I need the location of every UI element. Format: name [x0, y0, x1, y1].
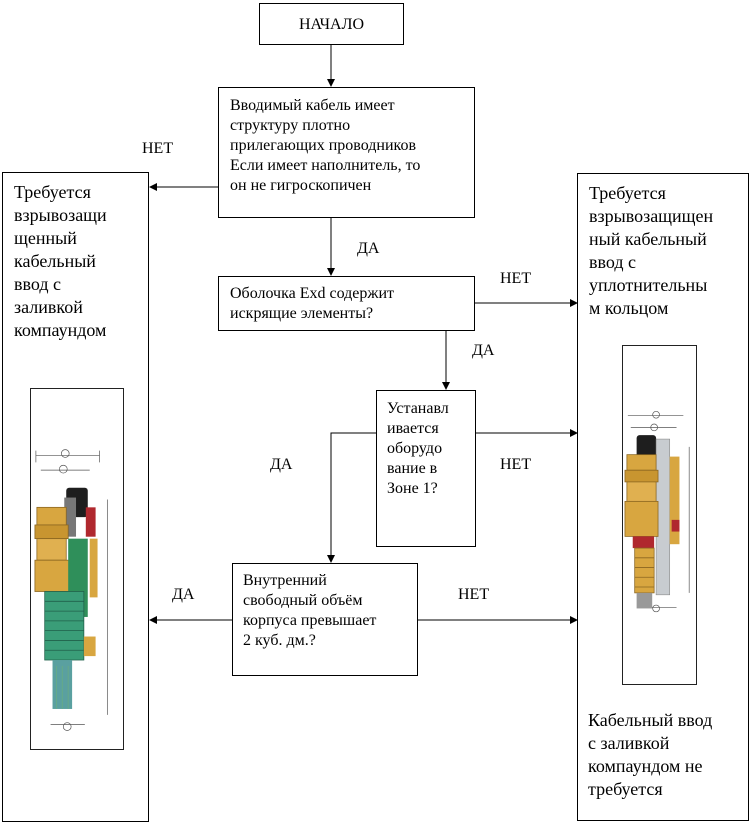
right-top-outcome-line: Требуется [589, 183, 666, 203]
left-outcome-line: ввод с [14, 274, 62, 294]
question-sparking-elements: Оболочка Exd содержит искрящие элементы? [218, 276, 475, 331]
cable-gland-seal-ring-image [622, 345, 697, 685]
label-q2-no: НЕТ [500, 270, 532, 287]
left-outcome-line: Требуется [14, 182, 91, 202]
q2-line: искрящие элементы? [230, 305, 374, 322]
right-bottom-outcome-line: компаундом не [588, 756, 703, 776]
left-outcome-line: компаундом [14, 320, 107, 340]
q4-line: 2 куб. дм.? [243, 632, 316, 649]
right-top-outcome-line: взрывозащищен [589, 206, 714, 226]
right-top-outcome-line: м кольцом [589, 298, 669, 318]
left-outcome-line: кабельный [14, 251, 96, 271]
label-q1-no: НЕТ [142, 140, 174, 157]
q1-line: Вводимый кабель имеет [230, 97, 395, 114]
right-bottom-outcome-line: Кабельный ввод [588, 710, 713, 730]
q3-line: вание в [387, 460, 438, 477]
cable-gland-compound-image [30, 388, 124, 750]
q3-line: Устанавл [387, 400, 449, 417]
q4-line: корпуса превышает [243, 612, 377, 629]
question-zone-1: Устанавл ивается оборудо вание в Зоне 1? [376, 390, 476, 547]
start-label: НАЧАЛО [298, 15, 365, 33]
right-bottom-outcome-line: с заливкой [588, 733, 670, 753]
left-outcome-line: щенный [14, 228, 77, 248]
q3-line: ивается [387, 420, 439, 437]
q3-line: оборудо [387, 440, 443, 457]
outcome-no-compound-required: Кабельный ввод с заливкой компаундом не … [588, 709, 746, 801]
left-outcome-line: взрывозащи [14, 205, 107, 225]
outcome-seal-ring-gland: Требуется взрывозащищен ный кабельный вв… [577, 173, 749, 821]
right-top-outcome-line: ный кабельный [589, 229, 707, 249]
label-q2-yes: ДА [472, 342, 495, 359]
label-q3-no: НЕТ [500, 456, 532, 473]
q4-line: свободный объём [243, 592, 363, 609]
q1-line: структуру плотно [230, 117, 351, 134]
label-q4-yes: ДА [172, 586, 195, 603]
right-top-outcome-line: уплотнительны [589, 275, 708, 295]
question-free-volume: Внутренний свободный объём корпуса превы… [232, 563, 418, 676]
label-q4-no: НЕТ [458, 586, 490, 603]
start-box: НАЧАЛО [259, 3, 404, 45]
label-q3-yes: ДА [270, 456, 293, 473]
question-cable-structure: Вводимый кабель имеет структуру плотно п… [218, 87, 475, 218]
q1-line: прилегающих проводников [230, 137, 417, 154]
q1-line: он не гигроскопичен [230, 177, 372, 194]
right-bottom-outcome-line: требуется [588, 779, 663, 799]
label-q1-yes: ДА [357, 240, 380, 257]
left-outcome-line: заливкой [14, 297, 83, 317]
q3-line: Зоне 1? [387, 480, 438, 497]
arrow-q3-yes [330, 432, 376, 561]
right-top-outcome-line: ввод с [589, 252, 637, 272]
q1-line: Если имеет наполнитель, то [230, 157, 421, 174]
q4-line: Внутренний [243, 572, 327, 589]
q2-line: Оболочка Exd содержит [230, 285, 394, 302]
